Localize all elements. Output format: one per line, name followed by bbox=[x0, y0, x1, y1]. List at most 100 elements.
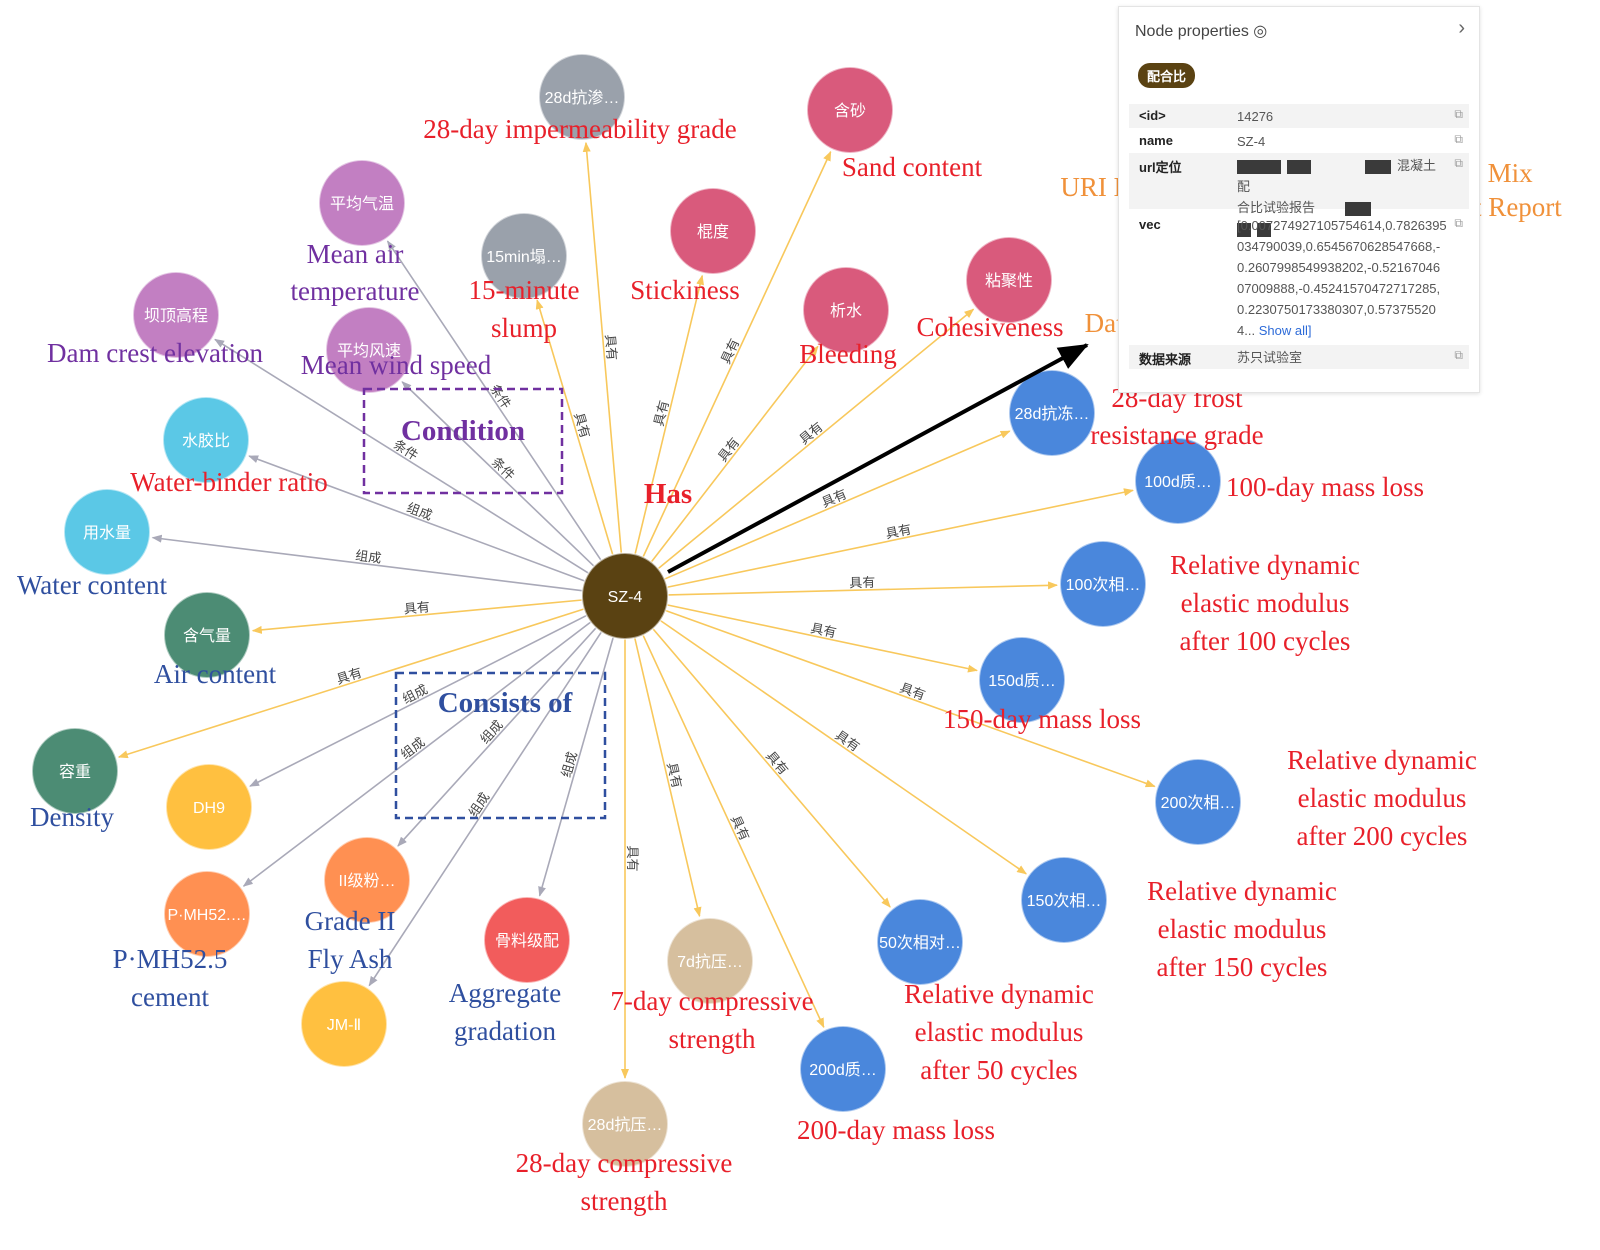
node-circle[interactable] bbox=[1020, 856, 1108, 944]
node-100mass[interactable]: 100d质… bbox=[1134, 437, 1222, 525]
node-7d[interactable]: 7d抗压… bbox=[666, 917, 754, 1005]
copy-icon[interactable]: ⧉ bbox=[1454, 107, 1463, 121]
node-bleed[interactable]: 析水 bbox=[802, 266, 890, 354]
node-circle[interactable] bbox=[163, 870, 251, 958]
node-28frost[interactable]: 28d抗冻… bbox=[1008, 369, 1096, 457]
node-wind[interactable]: 平均风速 bbox=[325, 306, 413, 394]
edge-comp-dh9[interactable] bbox=[249, 614, 588, 787]
node-circle[interactable] bbox=[132, 271, 220, 359]
node-circle[interactable] bbox=[1059, 540, 1147, 628]
node-circle[interactable] bbox=[165, 763, 253, 851]
node-jm[interactable]: JM-Ⅱ bbox=[300, 980, 388, 1068]
edge-has-50rel[interactable] bbox=[652, 628, 891, 908]
node-circle[interactable] bbox=[978, 636, 1066, 724]
edge-has-stick[interactable] bbox=[634, 274, 704, 555]
edge-comp-flyash[interactable] bbox=[397, 627, 597, 847]
node-circle[interactable] bbox=[31, 727, 119, 815]
show-all-link[interactable]: Show all] bbox=[1258, 323, 1312, 338]
node-28dimp[interactable]: 28d抗渗… bbox=[538, 53, 626, 141]
node-200rel[interactable]: 200次相… bbox=[1154, 758, 1242, 846]
node-circle[interactable] bbox=[318, 159, 406, 247]
node-circle[interactable] bbox=[300, 980, 388, 1068]
copy-icon[interactable]: ⧉ bbox=[1454, 216, 1463, 230]
node-wb[interactable]: 水胶比 bbox=[162, 396, 250, 484]
edge-has-dens[interactable] bbox=[117, 608, 585, 759]
node-circle[interactable] bbox=[1154, 758, 1242, 846]
copy-icon[interactable]: ⧉ bbox=[1454, 348, 1463, 362]
edge-has-28frost[interactable] bbox=[664, 430, 1011, 580]
edge-has-slump[interactable] bbox=[535, 299, 614, 556]
node-28comp[interactable]: 28d抗压… bbox=[581, 1080, 669, 1168]
node-circle[interactable] bbox=[483, 896, 571, 984]
annotation-frost2: resistance grade bbox=[1090, 420, 1263, 450]
node-flyash[interactable]: II级粉… bbox=[323, 836, 411, 924]
node-200mass[interactable]: 200d质… bbox=[799, 1025, 887, 1113]
edge-comp-wb[interactable] bbox=[248, 455, 585, 582]
node-150rel[interactable]: 150次相… bbox=[1020, 856, 1108, 944]
node-agg[interactable]: 骨料级配 bbox=[483, 896, 571, 984]
node-circle[interactable] bbox=[1008, 369, 1096, 457]
edge-has-28dimp[interactable] bbox=[582, 141, 623, 554]
node-temp[interactable]: 平均气温 bbox=[318, 159, 406, 247]
node-circle[interactable] bbox=[799, 1025, 887, 1113]
node-circle[interactable] bbox=[802, 266, 890, 354]
edge-has-100mass[interactable] bbox=[666, 488, 1134, 589]
node-circle[interactable] bbox=[666, 917, 754, 1005]
node-sand[interactable]: 含砂 bbox=[806, 66, 894, 154]
center-node[interactable]: SZ-4 bbox=[581, 552, 669, 640]
node-slump[interactable]: 15min塌… bbox=[480, 212, 568, 300]
url-text-2: 合比试验报告 bbox=[1237, 200, 1316, 215]
copy-icon[interactable]: ⧉ bbox=[1454, 156, 1463, 170]
edge-comp-jm[interactable] bbox=[368, 631, 603, 987]
node-label: 28d抗压… bbox=[588, 1116, 663, 1134]
node-circle[interactable] bbox=[581, 552, 669, 640]
node-circle[interactable] bbox=[163, 591, 251, 679]
node-dh9[interactable]: DH9 bbox=[165, 763, 253, 851]
edge-comp-water[interactable] bbox=[151, 534, 583, 592]
edge-cond-crest[interactable] bbox=[214, 338, 589, 574]
node-circle[interactable] bbox=[581, 1080, 669, 1168]
node-100rel[interactable]: 100次相… bbox=[1059, 540, 1147, 628]
node-circle[interactable] bbox=[480, 212, 568, 300]
node-circle[interactable] bbox=[323, 836, 411, 924]
edge-has-coh[interactable] bbox=[657, 308, 975, 570]
edge-comp-cement[interactable] bbox=[242, 621, 592, 887]
node-circle[interactable] bbox=[669, 187, 757, 275]
annotation-slump2: slump bbox=[491, 313, 557, 343]
edge-has-150rel[interactable] bbox=[659, 619, 1028, 875]
node-coh[interactable]: 粘聚性 bbox=[965, 236, 1053, 324]
node-50rel[interactable]: 50次相对… bbox=[876, 898, 964, 986]
edge-label: 条件 bbox=[489, 454, 518, 483]
edge-has-air[interactable] bbox=[251, 599, 583, 634]
chevron-right-icon[interactable]: › bbox=[1458, 17, 1465, 39]
node-cement[interactable]: P·MH52.… bbox=[163, 870, 251, 958]
node-circle[interactable] bbox=[1134, 437, 1222, 525]
edge-has-bleed[interactable] bbox=[650, 345, 819, 563]
node-circle[interactable] bbox=[538, 53, 626, 141]
node-dens[interactable]: 容重 bbox=[31, 727, 119, 815]
edge-cond-temp[interactable] bbox=[386, 240, 602, 561]
node-circle[interactable] bbox=[806, 66, 894, 154]
edge-comp-agg[interactable] bbox=[538, 637, 614, 897]
node-stick[interactable]: 棍度 bbox=[669, 187, 757, 275]
edge-has-sand[interactable] bbox=[642, 150, 832, 558]
copy-icon[interactable]: ⧉ bbox=[1454, 132, 1463, 146]
node-circle[interactable] bbox=[876, 898, 964, 986]
node-water[interactable]: 用水量 bbox=[63, 488, 151, 576]
node-circle[interactable] bbox=[63, 488, 151, 576]
node-crest[interactable]: 坝顶高程 bbox=[132, 271, 220, 359]
annotation-150mass: 150-day mass loss bbox=[943, 704, 1141, 734]
node-150mass[interactable]: 150d质… bbox=[978, 636, 1066, 724]
edge-has-7d[interactable] bbox=[633, 637, 702, 918]
node-label: 骨料级配 bbox=[495, 932, 559, 950]
edge-has-200rel[interactable] bbox=[665, 609, 1156, 788]
node-circle[interactable] bbox=[162, 396, 250, 484]
node-air[interactable]: 含气量 bbox=[163, 591, 251, 679]
prop-key: 数据来源 bbox=[1139, 352, 1192, 367]
edge-has-100rel[interactable] bbox=[667, 581, 1059, 596]
node-circle[interactable] bbox=[965, 236, 1053, 324]
edge-cond-wind[interactable] bbox=[401, 381, 595, 567]
edge-has-150mass[interactable] bbox=[666, 604, 978, 673]
node-circle[interactable] bbox=[325, 306, 413, 394]
edge-has-200mass[interactable] bbox=[642, 634, 825, 1029]
